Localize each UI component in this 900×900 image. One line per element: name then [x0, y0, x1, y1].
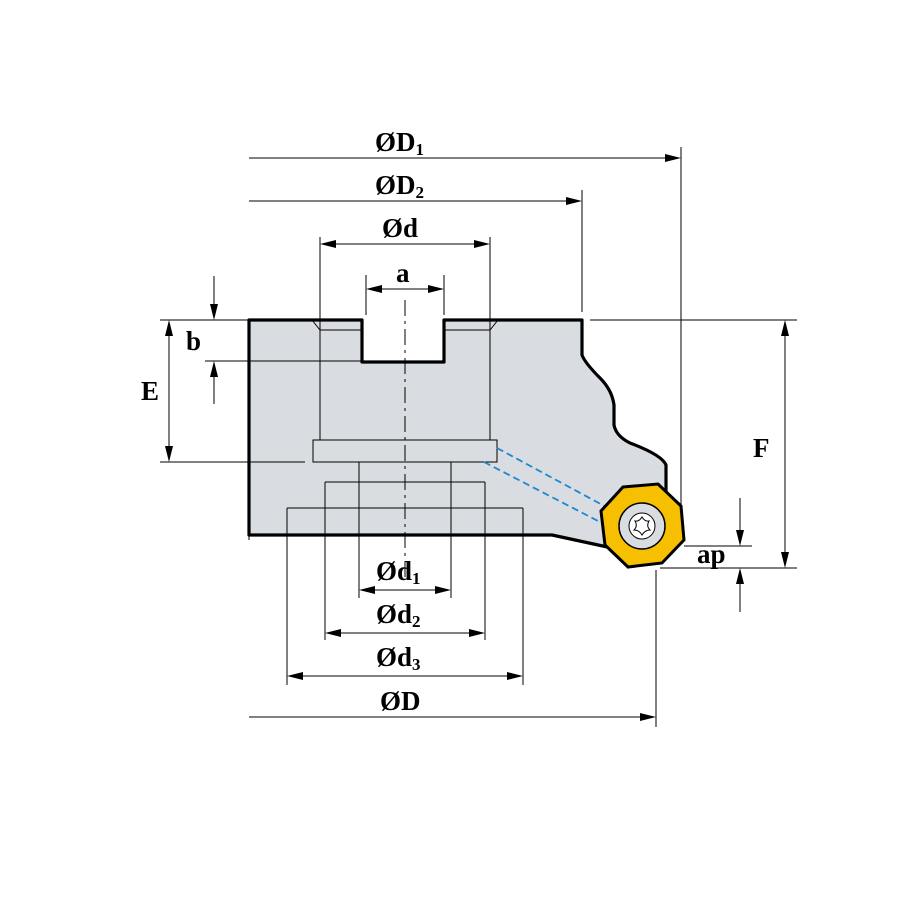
- label-a: a: [396, 258, 410, 288]
- coolant-channel-1: [496, 447, 609, 509]
- label-D1: ØD: [375, 127, 416, 157]
- dimension-ap: ap: [697, 498, 744, 612]
- dimension-b: b: [186, 276, 218, 404]
- octagonal-insert-icon: [599, 482, 686, 569]
- label-D: ØD: [380, 686, 421, 716]
- step-d1: [358, 461, 452, 598]
- dimension-D2: ØD2: [249, 170, 582, 205]
- label-d: Ød: [382, 213, 418, 243]
- label-d3: Ød: [376, 642, 412, 672]
- label-d3-sub: 3: [412, 655, 421, 674]
- label-D2: ØD: [375, 170, 416, 200]
- label-F: F: [753, 433, 770, 463]
- label-d1: Ød: [376, 556, 412, 586]
- dimension-d1: Ød1: [359, 556, 451, 594]
- label-b: b: [186, 326, 201, 356]
- svg-text:Ød1: Ød1: [376, 556, 421, 588]
- label-ap: ap: [697, 539, 726, 569]
- svg-text:ØD2: ØD2: [375, 170, 424, 202]
- dimension-a: a: [366, 258, 444, 293]
- label-d2-sub: 2: [412, 612, 421, 631]
- label-d1-sub: 1: [412, 569, 421, 588]
- label-D2-sub: 2: [416, 183, 425, 202]
- svg-text:Ød2: Ød2: [376, 599, 421, 631]
- dimension-E: E: [141, 320, 173, 462]
- label-E: E: [141, 376, 159, 406]
- dimension-d3: Ød3: [287, 642, 523, 680]
- label-d2: Ød: [376, 599, 412, 629]
- dimension-d2: Ød2: [325, 599, 485, 637]
- dimension-F: F: [753, 320, 789, 568]
- cutter-body: [247, 318, 668, 550]
- torx-screw-icon: [628, 512, 656, 540]
- svg-text:Ød3: Ød3: [376, 642, 421, 674]
- svg-text:ØD1: ØD1: [375, 127, 424, 159]
- dimension-D1: ØD1: [249, 127, 681, 162]
- dimension-d: Ød: [320, 213, 490, 248]
- label-D1-sub: 1: [416, 140, 425, 159]
- dimension-D: ØD: [249, 686, 656, 721]
